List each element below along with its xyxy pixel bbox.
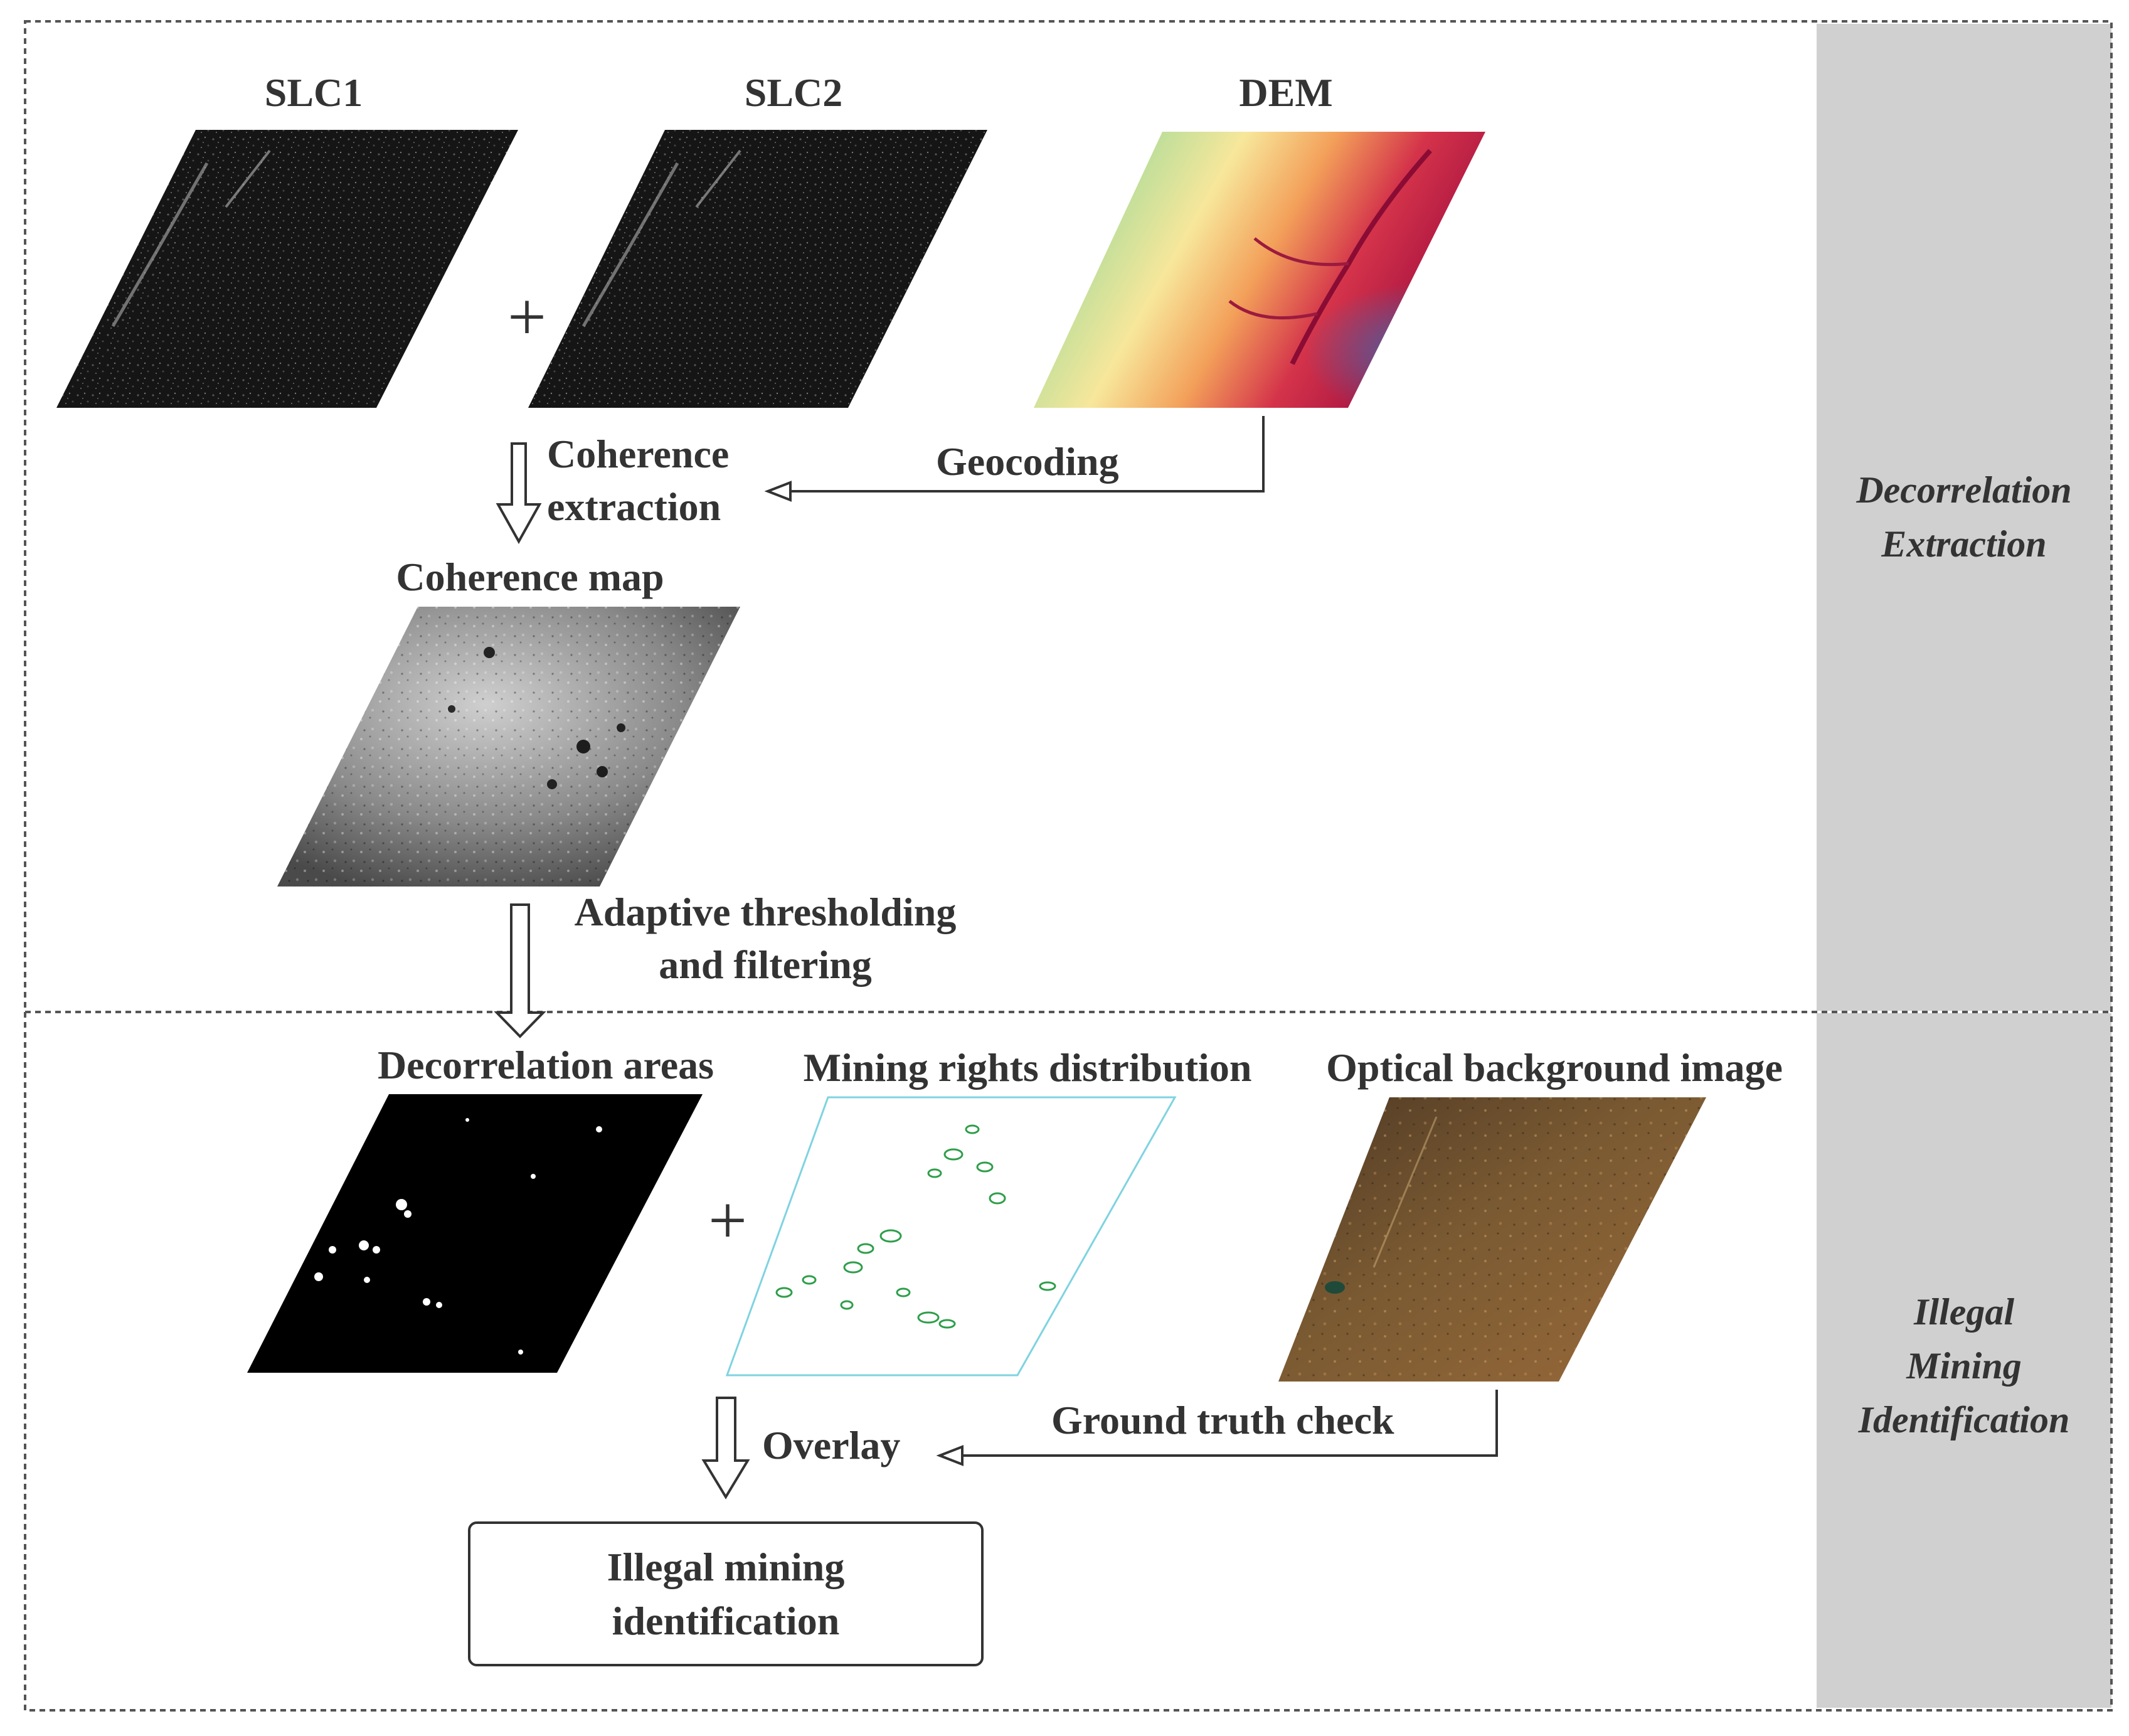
slc1-image <box>56 130 518 408</box>
arrow-coherence-extraction <box>496 442 542 545</box>
illegal-mining-identification-box: Illegal mining identification <box>468 1521 984 1666</box>
arrow-overlay <box>701 1397 750 1499</box>
plus-operator-bottom: + <box>708 1182 748 1259</box>
decorrelation-areas-image <box>247 1094 703 1373</box>
ground-truth-check-label: Ground truth check <box>1051 1398 1394 1442</box>
connector-geocoding <box>764 416 1265 502</box>
decorrelation-areas-label: Decorrelation areas <box>377 1043 714 1087</box>
mining-rights-image <box>725 1096 1177 1377</box>
optical-background-image-label: Optical background image <box>1326 1045 1783 1090</box>
plus-operator-top: + <box>507 279 547 355</box>
dem-label: DEM <box>1239 70 1333 115</box>
slc1-label: SLC1 <box>264 70 363 115</box>
dem-image <box>1034 132 1485 408</box>
coherence-map-label: Coherence map <box>396 555 664 599</box>
arrow-adaptive-thresholding <box>494 903 546 1038</box>
connector-ground-truth <box>936 1390 1498 1466</box>
geocoding-label: Geocoding <box>936 439 1119 484</box>
stage-label-illegal-mining: Illegal Mining Identification <box>1858 1291 2070 1440</box>
adaptive-thresholding-label: Adaptive thresholding and filtering <box>574 890 957 987</box>
outer-frame <box>24 20 2113 1712</box>
coherence-map-image <box>277 607 740 887</box>
coherence-extraction-label: Coherence extraction <box>547 432 730 529</box>
stage-panel-decorrelation <box>1817 24 2111 1011</box>
slc2-label: SLC2 <box>744 70 843 115</box>
stage-panel-illegal-mining <box>1817 1013 2111 1708</box>
optical-background-image <box>1278 1097 1706 1382</box>
mining-rights-distribution-label: Mining rights distribution <box>803 1045 1252 1090</box>
slc2-image <box>528 130 987 408</box>
overlay-label: Overlay <box>762 1423 901 1467</box>
stage-label-decorrelation: Decorrelation Extraction <box>1856 469 2072 565</box>
